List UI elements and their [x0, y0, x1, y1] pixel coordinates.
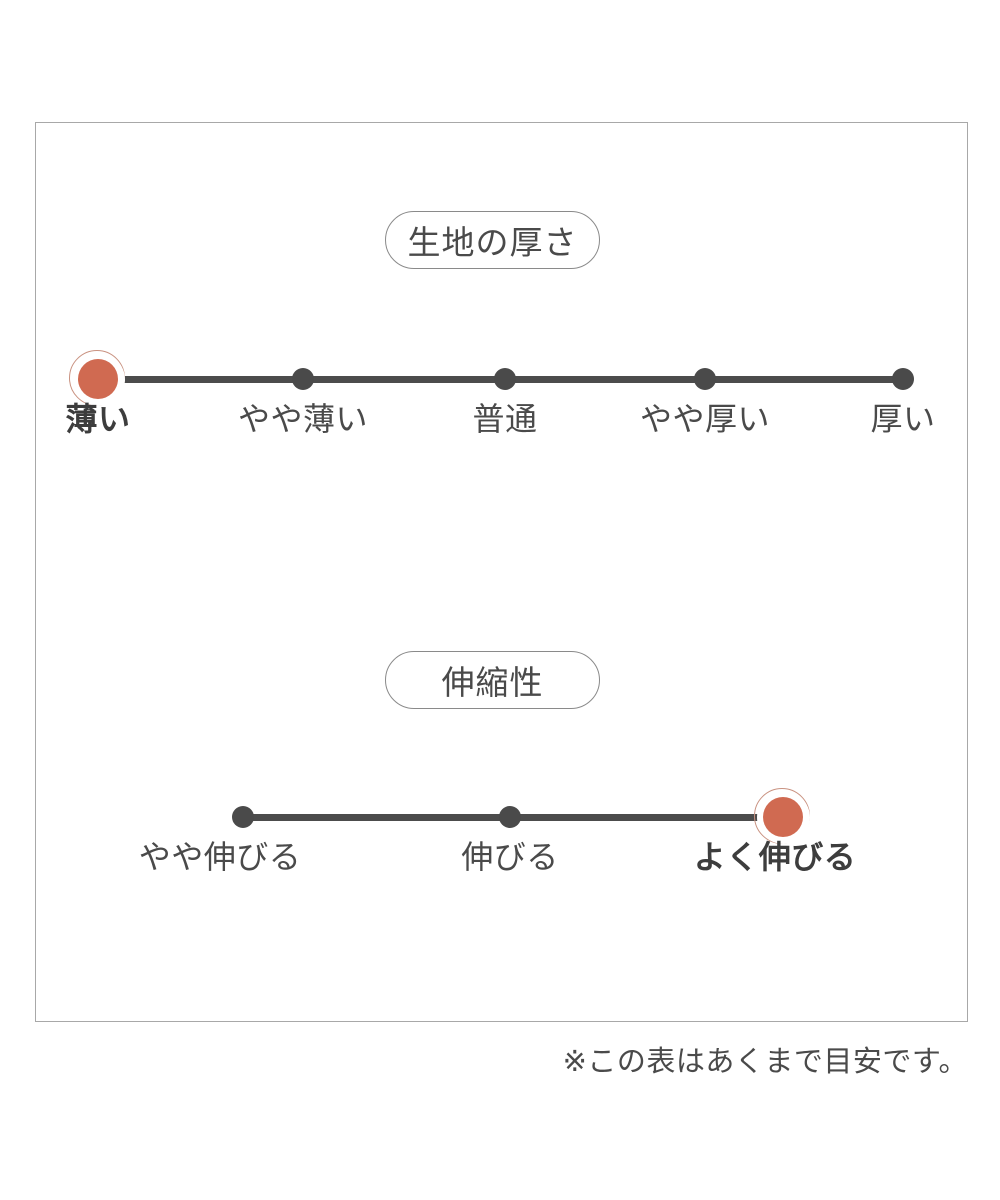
- section-badge-thickness-label: 生地の厚さ: [407, 223, 578, 262]
- scale-dot: [499, 806, 521, 828]
- section-badge-thickness: 生地の厚さ: [385, 211, 600, 269]
- scale-dot: [892, 368, 914, 390]
- thickness-scale: 薄い やや薄い 普通 やや厚い 厚い: [0, 320, 1000, 440]
- active-ring-icon: [69, 350, 125, 406]
- scale-dot: [292, 368, 314, 390]
- section-badge-stretch: 伸縮性: [385, 651, 600, 709]
- stretch-label-0: やや伸びる: [138, 838, 302, 876]
- scale-dot: [494, 368, 516, 390]
- thickness-label-2: 普通: [472, 400, 538, 438]
- scale-dot: [694, 368, 716, 390]
- scale-dot: [232, 806, 254, 828]
- thickness-label-3: やや厚い: [639, 400, 771, 438]
- thickness-label-0: 薄い: [65, 400, 131, 438]
- section-badge-stretch-label: 伸縮性: [441, 663, 544, 702]
- stretch-scale: やや伸びる 伸びる よく伸びる: [0, 758, 1000, 878]
- thickness-label-1: やや薄い: [237, 400, 369, 438]
- scale-dot-active: [763, 797, 803, 837]
- stretch-label-2: よく伸びる: [693, 838, 857, 876]
- chart-frame: [35, 122, 968, 1022]
- footnote-text: ※この表はあくまで目安です。: [562, 1044, 968, 1078]
- stretch-label-1: 伸びる: [461, 838, 559, 876]
- scale-dot-active: [78, 359, 118, 399]
- thickness-label-4: 厚い: [870, 400, 936, 438]
- active-ring-icon: [754, 788, 810, 844]
